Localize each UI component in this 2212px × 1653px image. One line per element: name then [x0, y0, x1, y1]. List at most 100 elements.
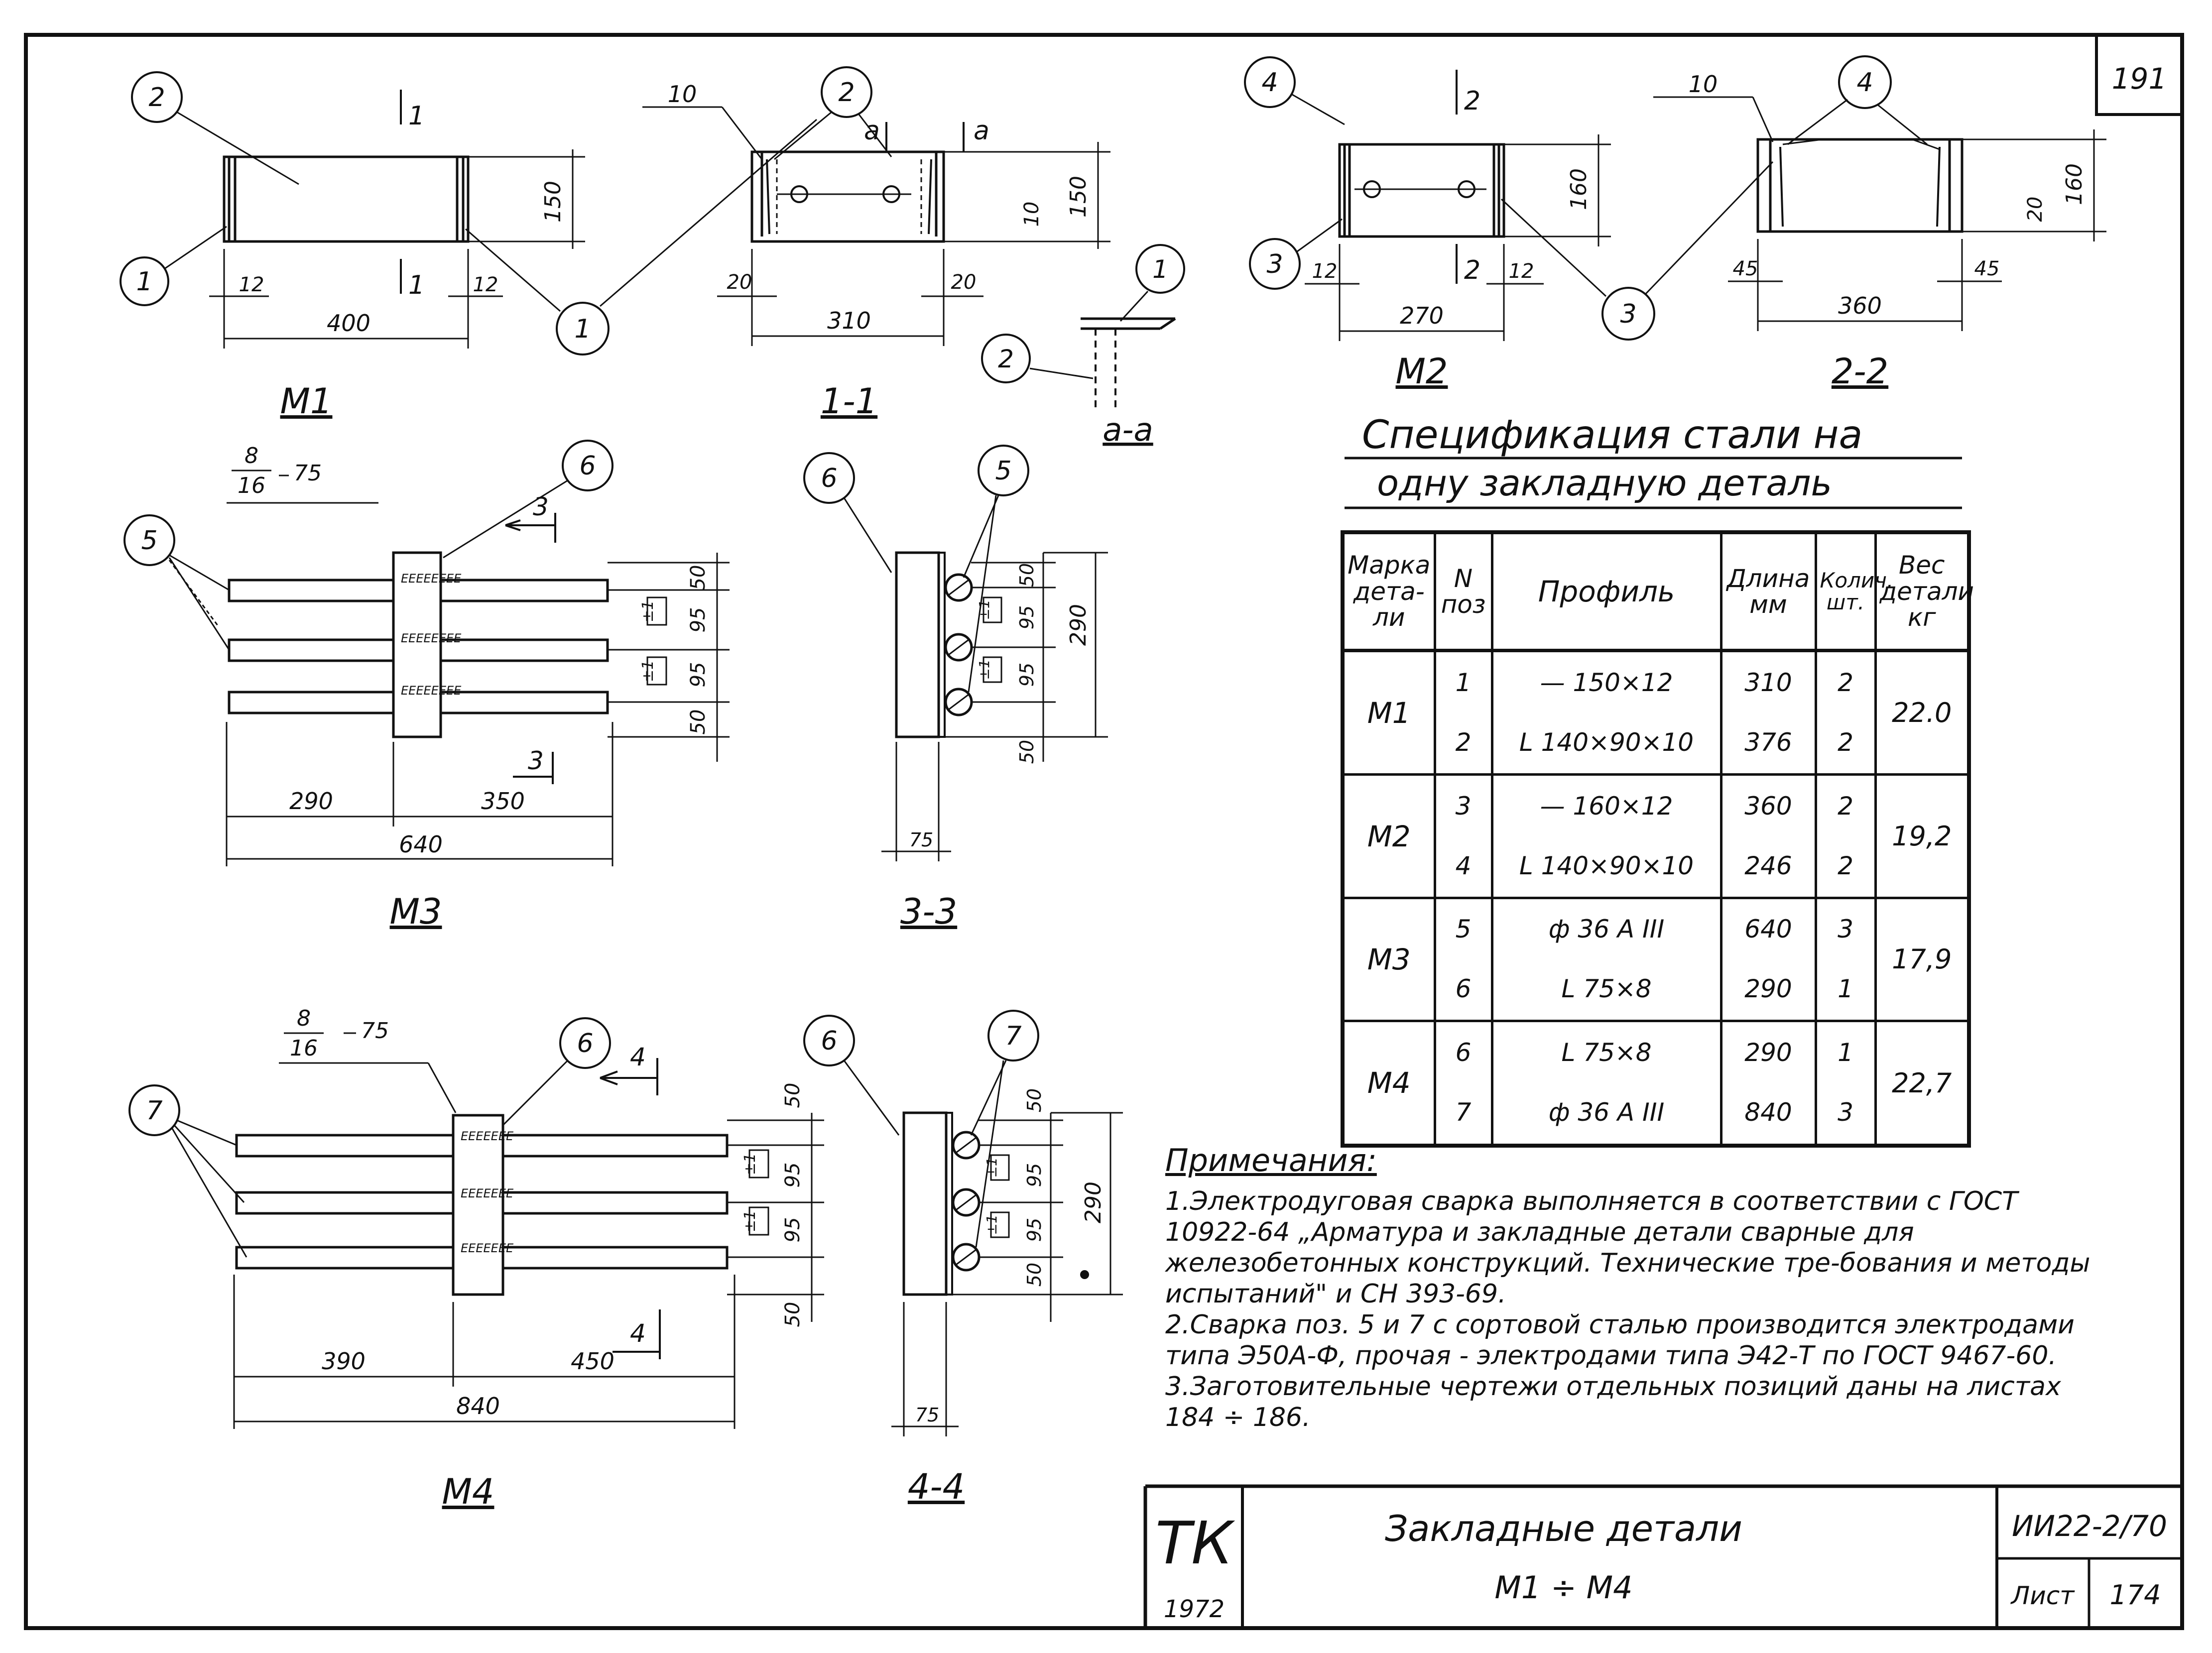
s22-dim-height: 160 [2062, 163, 2087, 205]
title-line2: М1 ÷ М4 [1494, 1569, 1632, 1606]
m2-body [1343, 143, 1500, 238]
m2-dim-length: 270 [1400, 302, 1444, 329]
m4-weld-frac-bottom: 16 [290, 1036, 318, 1061]
m2-callout-4-label: 4 [1261, 68, 1278, 98]
s44-dim-bottom: 50 [1023, 1263, 1045, 1287]
m3-weld-tag-2: ±1 [639, 660, 657, 682]
m1-callout-2 [131, 71, 183, 123]
m2-callout-4 [1244, 56, 1296, 108]
s44-dim-width: 75 [915, 1404, 939, 1426]
m4-weld-tag-2: ±1 [741, 1210, 759, 1232]
spec-row: М3 5 ф 36 А III 640 3 17,9 [1341, 898, 1970, 1023]
spec-mark-m4: М4 [1341, 1021, 1436, 1147]
spec-pos: 7 [1433, 1082, 1493, 1142]
s22-callout-4 [1838, 55, 1892, 109]
spec-length: 376 [1720, 713, 1817, 772]
m4-callout-7-label: 7 [146, 1096, 162, 1126]
m1-title: М1 [280, 381, 333, 422]
m3-section-mark-bottom: 3 [528, 746, 544, 775]
spec-header-mark: Марка дета-ли [1341, 532, 1436, 652]
spec-row: М4 6 L 75×8 290 1 22,7 [1341, 1021, 1970, 1147]
m2-callout-3-label: 3 [1266, 249, 1283, 279]
saa-callout-2 [981, 334, 1031, 383]
m2-callout-3b-label: 3 [1620, 299, 1636, 329]
spec-row: 2 L 140×90×10 376 2 [1343, 713, 1969, 772]
m3-weld-frac-bottom: 16 [238, 473, 265, 498]
m4-callout-6 [559, 1017, 611, 1069]
svg-text:ЕЕЕЕЕЕЕЕ: ЕЕЕЕЕЕЕЕ [401, 631, 462, 645]
spec-header-row: Марка дета-ли N поз Профиль Длина мм Кол… [1341, 532, 1974, 652]
view-section-a-a: 1 2 а-а [981, 244, 1185, 449]
m1-dim-plate-left: 12 [239, 273, 264, 296]
m1-dim-length: 400 [327, 310, 370, 337]
s11-dim-thickness: 10 [1020, 202, 1043, 227]
spec-pos: 4 [1433, 836, 1493, 896]
m1-callout-1b [556, 302, 610, 355]
m2-dim-right: 12 [1509, 260, 1534, 283]
corner-sheet-number: 191 [2112, 62, 2167, 96]
spec-length: 310 [1720, 650, 1817, 713]
spec-row-spacer [1343, 1018, 1969, 1023]
title-block: ТК 1972 Закладные детали М1 ÷ М4 ИИ22-2/… [1143, 1484, 2182, 1628]
view-m2: 2 2 270 12 12 160 4 3 3 М2 [1244, 56, 1774, 392]
spec-table: Марка дета-ли N поз Профиль Длина мм Кол… [1341, 530, 1974, 1148]
m3-callout-5-label: 5 [141, 526, 157, 556]
m3-weld-len: 75 [294, 461, 322, 486]
m2-dim-height: 160 [1566, 168, 1592, 210]
s11-dim-right: 20 [951, 271, 977, 294]
s33-callout-5 [978, 445, 1029, 496]
s11-body [750, 150, 945, 243]
s44-dim-top: 50 [1023, 1088, 1045, 1112]
s44-callout-7-label: 7 [1005, 1021, 1021, 1051]
title-sheet-number: 174 [2109, 1579, 2161, 1611]
m1-section-mark-top: 1 [408, 101, 425, 131]
spec-pos: 3 [1433, 774, 1493, 836]
s11-section-mark-right: а [974, 116, 989, 146]
notes: Примечания: 1.Электродуговая сварка выпо… [1165, 1145, 2101, 1433]
spec-profile: L 75×8 [1490, 1021, 1722, 1083]
m4-dim-right: 450 [571, 1348, 614, 1375]
spec-qty: 2 [1814, 774, 1877, 836]
spec-row-spacer [1343, 1141, 1969, 1147]
spec-weight-m3: 17,9 [1874, 898, 1970, 1023]
spec-profile: ф 36 А III [1490, 1082, 1722, 1142]
view-section-3-3: 50 95 95 50 290 ±1 ±1 75 6 5 3-3 [803, 445, 1108, 932]
spec-profile: L 140×90×10 [1490, 836, 1722, 896]
spec-row-spacer [1343, 772, 1969, 776]
m4-section-mark-bottom: 4 [630, 1319, 646, 1348]
spec-length: 360 [1720, 774, 1817, 836]
m4-title: М4 [442, 1471, 494, 1512]
svg-text:ЕЕЕЕЕЕЕЕ: ЕЕЕЕЕЕЕЕ [401, 572, 462, 586]
s22-title: 2-2 [1832, 351, 1888, 392]
m4-dim-spacing-1: 95 [781, 1163, 804, 1188]
m1-callout-2-label: 2 [148, 83, 165, 113]
view-section-1-1: а а 310 20 20 150 10 2 10 1-1 [642, 66, 1110, 422]
s33-dim-spacing-1: 95 [1016, 605, 1038, 629]
m3-callout-6-label: 6 [579, 451, 596, 481]
spec-qty: 2 [1814, 836, 1877, 896]
s33-plate [895, 551, 940, 738]
title-sheet-label: Лист [2010, 1581, 2076, 1610]
svg-text:ЕЕЕЕЕЕЕ: ЕЕЕЕЕЕЕ [461, 1186, 514, 1200]
spec-qty: 1 [1814, 1021, 1877, 1083]
m1-dim-height: 150 [540, 181, 566, 223]
spec-header-length: Длина мм [1720, 532, 1817, 652]
spec-qty: 2 [1814, 713, 1877, 772]
note-item-1: 1.Электродуговая сварка выполняется в со… [1165, 1186, 2090, 1309]
view-m4: ЕЕЕЕЕЕЕ ЕЕЕЕЕЕЕ ЕЕЕЕЕЕЕ 8 16 75 4 4 50 9… [128, 1006, 824, 1512]
spec-weight-m2: 19,2 [1874, 774, 1970, 899]
spec-length: 640 [1720, 898, 1817, 959]
s44-title: 4-4 [908, 1466, 965, 1507]
s44-dim-spacing-1: 95 [1023, 1163, 1045, 1187]
spec-title-line2: одну закладную деталь [1377, 462, 1832, 504]
spec-length: 290 [1720, 959, 1817, 1019]
spec-row: М2 3 — 160×12 360 2 19,2 [1341, 774, 1970, 899]
spec-row-spacer [1343, 895, 1969, 899]
m2-section-mark-bottom: 2 [1464, 255, 1480, 285]
s22-callout-4-label: 4 [1856, 68, 1873, 98]
m3-callout-5 [123, 514, 175, 566]
spec-weight-m4: 22,7 [1874, 1021, 1970, 1147]
spec-length: 246 [1720, 836, 1817, 896]
m4-callout-6-label: 6 [577, 1029, 593, 1059]
